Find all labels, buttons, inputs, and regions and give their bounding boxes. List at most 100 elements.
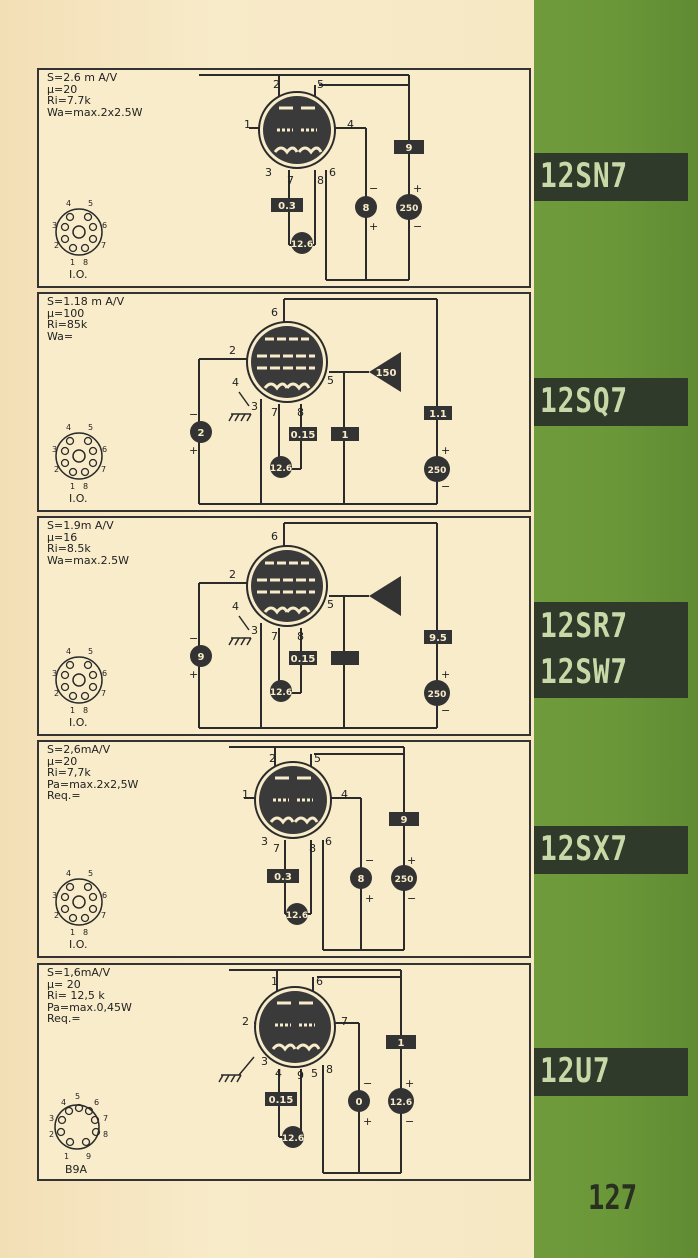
spec-block: S=1.9m A/V μ=16 Ri=8.5k Wa=max.2.5W: [47, 520, 129, 566]
svg-text:8: 8: [83, 706, 88, 715]
svg-text:1: 1: [70, 706, 75, 715]
schematic: 2 5 1 4 3 7 8 6 −+ +− 9 0.3 8 250 12.6: [52, 746, 419, 951]
svg-text:−: −: [369, 182, 378, 195]
svg-text:−: −: [405, 1115, 414, 1128]
svg-text:+: +: [365, 892, 374, 905]
svg-text:5: 5: [314, 752, 321, 765]
svg-text:4: 4: [66, 423, 71, 432]
pin-label: 2: [273, 78, 280, 91]
svg-text:5: 5: [88, 647, 93, 656]
spec-line: Ri=7,7k: [47, 766, 91, 779]
svg-text:7: 7: [271, 630, 278, 643]
resistor-box: [394, 140, 424, 154]
svg-text:2: 2: [198, 428, 205, 439]
value-label: 9: [406, 143, 413, 154]
voltage-circle: [396, 194, 422, 220]
pin-label: 1: [244, 118, 251, 131]
svg-text:−: −: [189, 632, 198, 645]
base-type: I.O.: [69, 492, 87, 505]
svg-text:8: 8: [83, 258, 88, 267]
resistor-box: [271, 198, 303, 212]
svg-text:1: 1: [398, 1038, 405, 1049]
svg-text:2: 2: [49, 1130, 54, 1139]
svg-text:12.6: 12.6: [270, 688, 292, 698]
pin-label: 3: [265, 166, 272, 179]
base-type: B9A: [65, 1163, 88, 1176]
tube-label-band: [534, 153, 688, 201]
pin-label: 4: [347, 118, 354, 131]
spec-block: S=1.18 m A/V μ=100 Ri=85k Wa=: [47, 296, 124, 342]
svg-text:6: 6: [271, 530, 278, 543]
svg-text:2: 2: [229, 344, 236, 357]
svg-text:6: 6: [102, 445, 107, 454]
svg-text:+: +: [363, 1115, 372, 1128]
spec-line: S=2.6 m A/V: [47, 71, 118, 84]
tube-label-12sq7: 12SQ7: [540, 381, 629, 421]
svg-text:9: 9: [198, 652, 205, 663]
svg-text:4: 4: [275, 1067, 282, 1080]
spec-line: Pa=max.2x2,5W: [47, 777, 139, 791]
svg-text:250: 250: [428, 466, 447, 476]
svg-text:3: 3: [52, 669, 57, 678]
svg-text:3: 3: [49, 1114, 54, 1123]
svg-text:7: 7: [101, 689, 106, 698]
tube-label-12sw7: 12SW7: [540, 652, 629, 692]
svg-text:+: +: [413, 182, 422, 195]
value-label: 250: [400, 204, 419, 214]
spec-block: S=2.6 m A/V μ=20 Ri=7.7k Wa=max.2x2.5W: [47, 72, 142, 118]
spec-line: Ri=85k: [47, 318, 88, 331]
svg-text:9: 9: [401, 815, 408, 826]
svg-text:6: 6: [316, 975, 323, 988]
spec-line: Req.=: [47, 789, 81, 802]
page-number: 127: [588, 1178, 638, 1218]
spec-line: S=1,6mA/V: [47, 966, 111, 979]
svg-text:150: 150: [376, 368, 397, 379]
svg-text:3: 3: [52, 445, 57, 454]
svg-text:3: 3: [251, 624, 258, 637]
svg-text:5: 5: [327, 374, 334, 387]
svg-text:−: −: [441, 480, 450, 493]
svg-text:2: 2: [54, 241, 59, 250]
tube-label-band: [534, 826, 688, 874]
svg-text:+: +: [189, 668, 198, 681]
svg-text:3: 3: [251, 400, 258, 413]
svg-text:2: 2: [242, 1015, 249, 1028]
svg-text:8: 8: [326, 1063, 333, 1076]
svg-text:9: 9: [297, 1069, 304, 1082]
tube-card-12sx7: S=2,6mA/V μ=20 Ri=7,7k Pa=max.2x2,5W Req…: [37, 740, 531, 958]
spec-line: Wa=max.2.5W: [47, 553, 129, 567]
tube-card-12u7: S=1,6mA/V μ= 20 Ri= 12,5 k Pa=max.0,45W …: [37, 963, 531, 1181]
svg-text:1.1: 1.1: [429, 409, 447, 420]
base-type: I.O.: [69, 716, 87, 729]
svg-text:+: +: [441, 668, 450, 681]
svg-text:12.6: 12.6: [286, 911, 308, 921]
spec-line: μ=20: [47, 754, 78, 768]
svg-text:3: 3: [52, 221, 57, 230]
svg-text:4: 4: [341, 788, 348, 801]
spec-line: S=1.9m A/V: [47, 519, 114, 532]
svg-text:6: 6: [271, 306, 278, 319]
tube-label-band: [534, 1048, 688, 1096]
svg-text:7: 7: [273, 842, 280, 855]
svg-text:2: 2: [269, 752, 276, 765]
svg-text:2: 2: [229, 568, 236, 581]
spec-line: S=1.18 m A/V: [47, 295, 125, 308]
svg-text:5: 5: [88, 423, 93, 432]
spec-block: S=1,6mA/V μ= 20 Ri= 12,5 k Pa=max.0,45W …: [47, 967, 132, 1025]
svg-text:6: 6: [102, 669, 107, 678]
spec-line: Pa=max.0,45W: [47, 1000, 132, 1014]
pin-label: 6: [329, 166, 336, 179]
svg-text:+: +: [441, 444, 450, 457]
schematic: 2 5 1 4 3 7 8 6 −+ +− 9 0.3 8 250 12.6: [52, 74, 424, 281]
svg-text:5: 5: [75, 1092, 80, 1101]
svg-text:1: 1: [64, 1152, 69, 1161]
svg-text:2: 2: [54, 465, 59, 474]
base-diagram: 4 5 3 6 2 7 1 8 I.O.: [52, 199, 107, 281]
svg-text:250: 250: [428, 690, 447, 700]
base-type: I.O.: [69, 268, 87, 281]
svg-text:7: 7: [271, 406, 278, 419]
spec-line: Ri= 12,5 k: [47, 989, 105, 1002]
svg-text:−: −: [365, 854, 374, 867]
value-label: 8: [363, 203, 370, 214]
svg-text:3: 3: [261, 835, 268, 848]
